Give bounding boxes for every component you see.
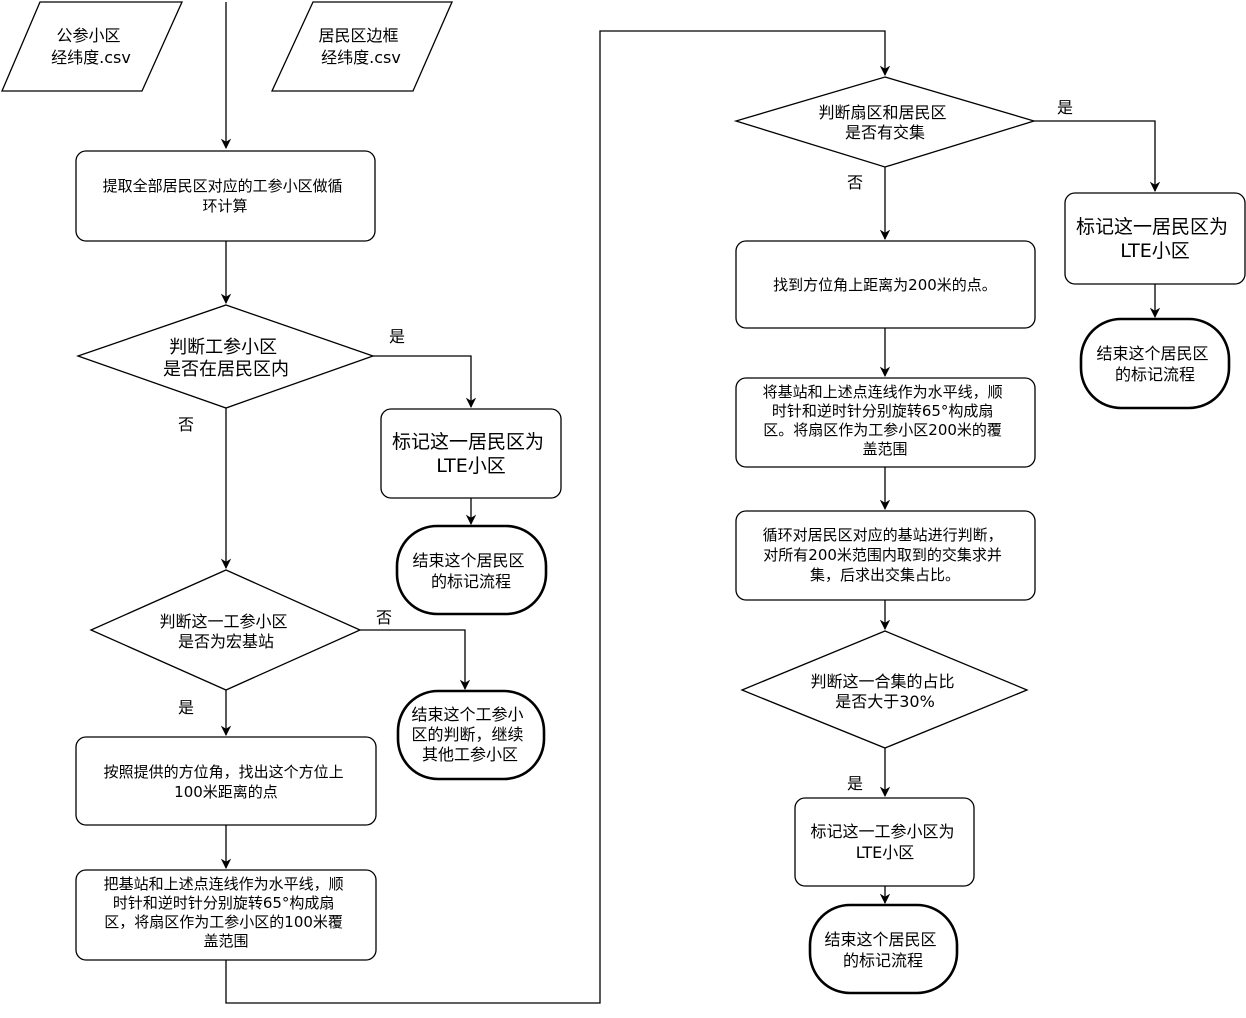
edge-inside-yes bbox=[373, 355, 477, 409]
end-mark-2-text: 结束这个居民区 的标记流程 bbox=[1096, 344, 1213, 384]
judge-inside-text: 判断工参小区 是否在居民区内 bbox=[163, 337, 289, 380]
mark-cell-lte-box bbox=[794, 797, 975, 887]
end-mark-1-terminal bbox=[395, 524, 548, 616]
find-200m-text: 找到方位角上距离为200米的点。 bbox=[773, 276, 997, 294]
label-macro-no: 否 bbox=[376, 608, 392, 627]
judge-ratio-diamond bbox=[740, 630, 1029, 749]
edges bbox=[220, 2, 1161, 1004]
label-inside-yes: 是 bbox=[389, 327, 405, 346]
label-macro-yes: 是 bbox=[178, 698, 194, 717]
edge-labels: 是 否 否 是 是 否 是 bbox=[178, 98, 1073, 793]
input-cells-text: 公参小区 经纬度.csv bbox=[51, 26, 131, 67]
judge-macro-diamond bbox=[89, 569, 362, 691]
find-200m-box bbox=[735, 240, 1036, 329]
input-border-shape bbox=[270, 1, 453, 92]
find-100m-text: 按照提供的方位角，找出这个方位上 100米距离的点 bbox=[104, 763, 349, 801]
mark-lte-1-text: 标记这一居民区为 LTE小区 bbox=[392, 431, 550, 477]
mark-cell-lte-text: 标记这一工参小区为 LTE小区 bbox=[810, 822, 959, 862]
sector-100m-box bbox=[75, 869, 377, 961]
edge-intersect-yes bbox=[1034, 120, 1161, 193]
judge-ratio-text: 判断这一合集的占比 是否大于30% bbox=[810, 672, 959, 711]
end-judge-terminal bbox=[396, 689, 546, 781]
end-judge-text: 结束这个工参小 区的判断，继续 其他工参小区 bbox=[411, 705, 528, 764]
loop-union-box bbox=[735, 510, 1036, 601]
find-100m-box bbox=[75, 736, 377, 826]
edge-macro-no bbox=[360, 629, 471, 691]
judge-inside-diamond bbox=[76, 304, 375, 409]
input-cells-shape bbox=[1, 1, 184, 92]
sector-100m-text: 把基站和上述点连线作为水平线，顺 时针和逆时针分别旋转65°构成扇 区，将扇区作… bbox=[104, 875, 349, 950]
end-mark-1-text: 结束这个居民区 的标记流程 bbox=[412, 551, 529, 591]
mark-lte-2-text: 标记这一居民区为 LTE小区 bbox=[1076, 216, 1234, 262]
loop-all-text: 提取全部居民区对应的工参小区做循 环计算 bbox=[103, 177, 348, 215]
mark-lte-2-box bbox=[1064, 192, 1246, 285]
label-inside-no: 否 bbox=[178, 415, 194, 434]
edge-sector100-to-intersect bbox=[225, 30, 891, 1004]
judge-intersect-diamond bbox=[733, 76, 1037, 168]
sector-200m-box bbox=[735, 377, 1036, 468]
label-intersect-no: 否 bbox=[847, 173, 863, 192]
mark-lte-1-box bbox=[380, 408, 562, 499]
loop-all-box bbox=[75, 150, 376, 242]
end-mark-3-text: 结束这个居民区 的标记流程 bbox=[824, 930, 941, 970]
judge-macro-text: 判断这一工参小区 是否为宏基站 bbox=[159, 612, 292, 651]
label-intersect-yes: 是 bbox=[1057, 98, 1073, 117]
end-mark-3-terminal bbox=[808, 903, 959, 995]
label-ratio-yes: 是 bbox=[847, 774, 863, 793]
end-mark-2-terminal bbox=[1079, 317, 1231, 410]
sector-200m-text: 将基站和上述点连线作为水平线，顺 时针和逆时针分别旋转65°构成扇 区。将扇区作… bbox=[763, 383, 1008, 458]
input-border-text: 居民区边框 经纬度.csv bbox=[318, 26, 403, 67]
judge-intersect-text: 判断扇区和居民区 是否有交集 bbox=[818, 103, 951, 142]
loop-union-text: 循环对居民区对应的基站进行判断， 对所有200米范围内取到的交集求并 集，后求出… bbox=[763, 526, 1008, 584]
